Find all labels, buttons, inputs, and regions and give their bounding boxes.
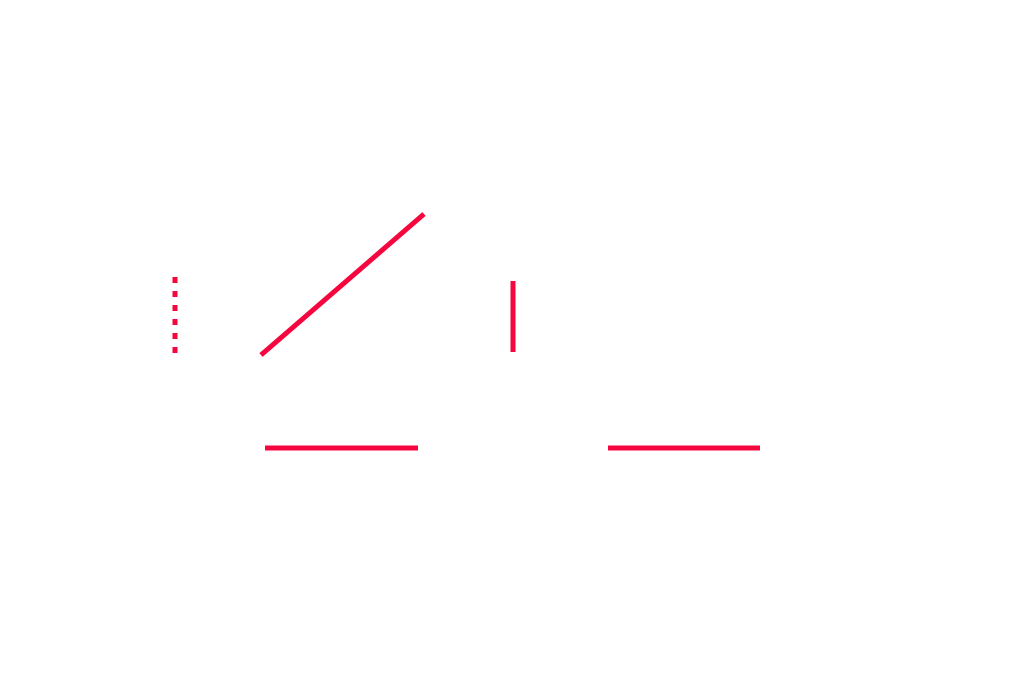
diagonal-line bbox=[259, 212, 426, 357]
